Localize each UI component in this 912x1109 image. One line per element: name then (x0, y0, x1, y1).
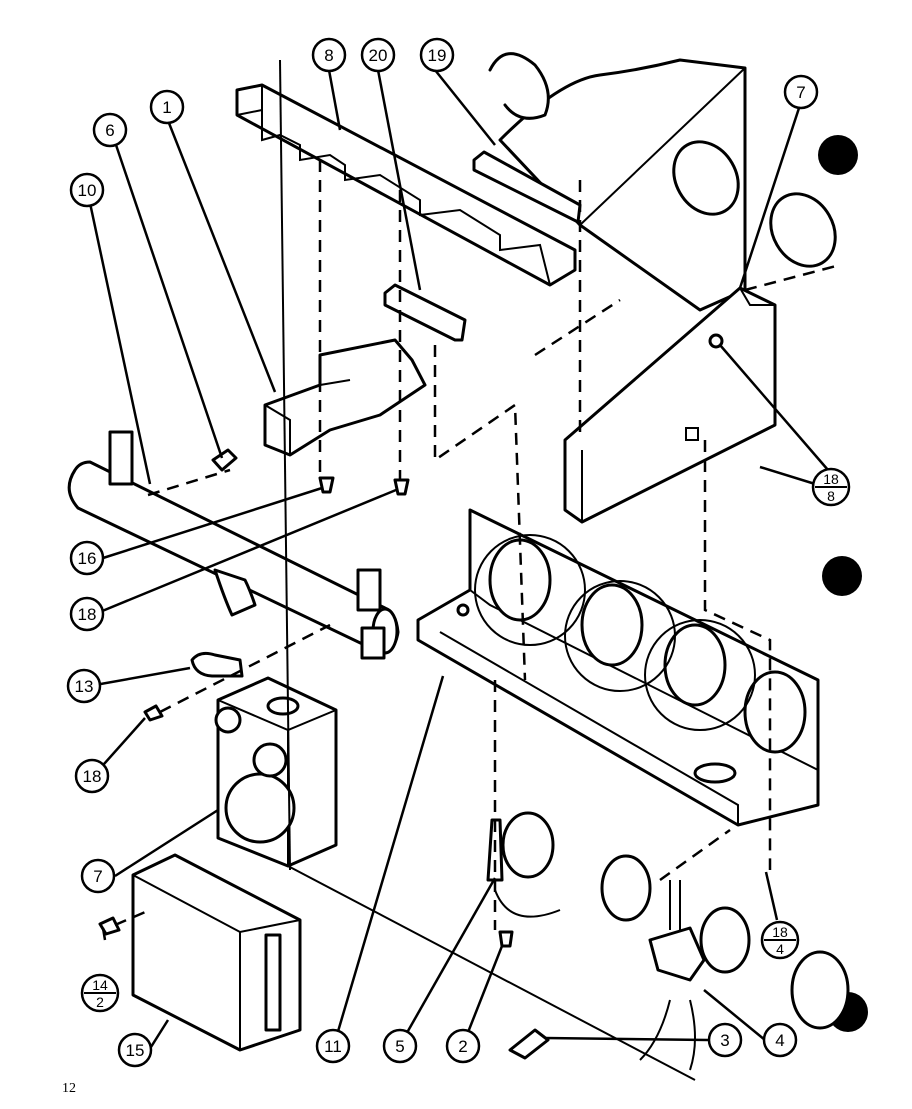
callout-5-label: 5 (395, 1037, 404, 1056)
registration-dot-top (818, 135, 858, 175)
fraction-18-8-top: 18 (823, 471, 839, 487)
callout-20: 20 (360, 37, 396, 73)
gas-valve (214, 676, 338, 868)
page-number: 12 (62, 1081, 76, 1096)
callout-18-lower: 18 (74, 758, 110, 794)
callout-18-lower-label: 18 (83, 767, 102, 786)
callout-5: 5 (382, 1028, 418, 1064)
callout-2-label: 2 (458, 1037, 467, 1056)
callout-16: 16 (69, 540, 105, 576)
callout-19-label: 19 (428, 46, 447, 65)
callout-10-label: 10 (78, 181, 97, 200)
callout-16-label: 16 (78, 549, 97, 568)
manifold-pipe (67, 430, 400, 660)
callout-2: 2 (445, 1028, 481, 1064)
fraction-14-2-top: 14 (92, 977, 108, 993)
screw-18-upper (393, 478, 410, 496)
side-bracket (563, 286, 777, 524)
fraction-18-4-top: 18 (772, 924, 788, 940)
callout-6: 6 (92, 112, 128, 148)
callout-9: 7 (783, 74, 819, 110)
control-module (131, 853, 302, 1052)
callout-7-label: 7 (93, 867, 102, 886)
callout-4: 4 (762, 1022, 798, 1058)
callout-4-label: 4 (775, 1031, 784, 1050)
callout-7: 7 (80, 858, 116, 894)
burner-tray (416, 508, 820, 827)
callout-19: 19 (419, 37, 455, 73)
assembly-lines (114, 160, 841, 930)
fraction-18-8-bottom: 8 (827, 488, 835, 504)
callout-13: 13 (66, 668, 102, 704)
flame-sensor (600, 854, 850, 1071)
callout-1-label: 1 (162, 98, 171, 117)
callout-fraction-14-2: 14 2 (80, 973, 120, 1013)
bracket-3 (508, 1028, 550, 1060)
fraction-14-2-bottom: 2 (96, 994, 104, 1010)
callout-15: 15 (117, 1032, 153, 1068)
pipe-clamp (190, 651, 244, 678)
top-bracket (235, 83, 577, 287)
callout-1: 1 (149, 89, 185, 125)
callout-3: 3 (707, 1022, 743, 1058)
callout-20-label: 20 (369, 46, 388, 65)
callout-3-label: 3 (720, 1031, 729, 1050)
callout-8-label: 8 (324, 46, 333, 65)
screw-6 (211, 448, 238, 472)
callout-13-label: 13 (75, 677, 94, 696)
callout-fraction-18-8: 18 8 (811, 467, 851, 507)
callout-15-label: 15 (126, 1041, 145, 1060)
vertical-axis-line (279, 59, 291, 871)
valve-elbow (213, 568, 257, 617)
callout-18-upper-label: 18 (78, 605, 97, 624)
strip-clip (472, 150, 582, 224)
callout-9-label: 7 (796, 83, 805, 102)
callout-8: 8 (311, 37, 347, 73)
callout-11-label: 11 (324, 1037, 342, 1056)
registration-dot-middle (822, 556, 862, 596)
screw-18-lower (143, 704, 164, 722)
cabinet-housing (488, 52, 837, 312)
screw-2 (498, 930, 514, 948)
small-clip (383, 283, 467, 342)
fraction-18-4-bottom: 4 (776, 941, 784, 957)
callout-11: 11 (315, 1028, 351, 1064)
callout-6-label: 6 (105, 121, 114, 140)
callout-fraction-18-4: 18 4 (760, 920, 800, 960)
callout-10: 10 (69, 172, 105, 208)
callout-18-upper: 18 (69, 596, 105, 632)
igniter (486, 811, 561, 918)
screw-16 (318, 476, 335, 494)
leader-lines (88, 69, 829, 1048)
